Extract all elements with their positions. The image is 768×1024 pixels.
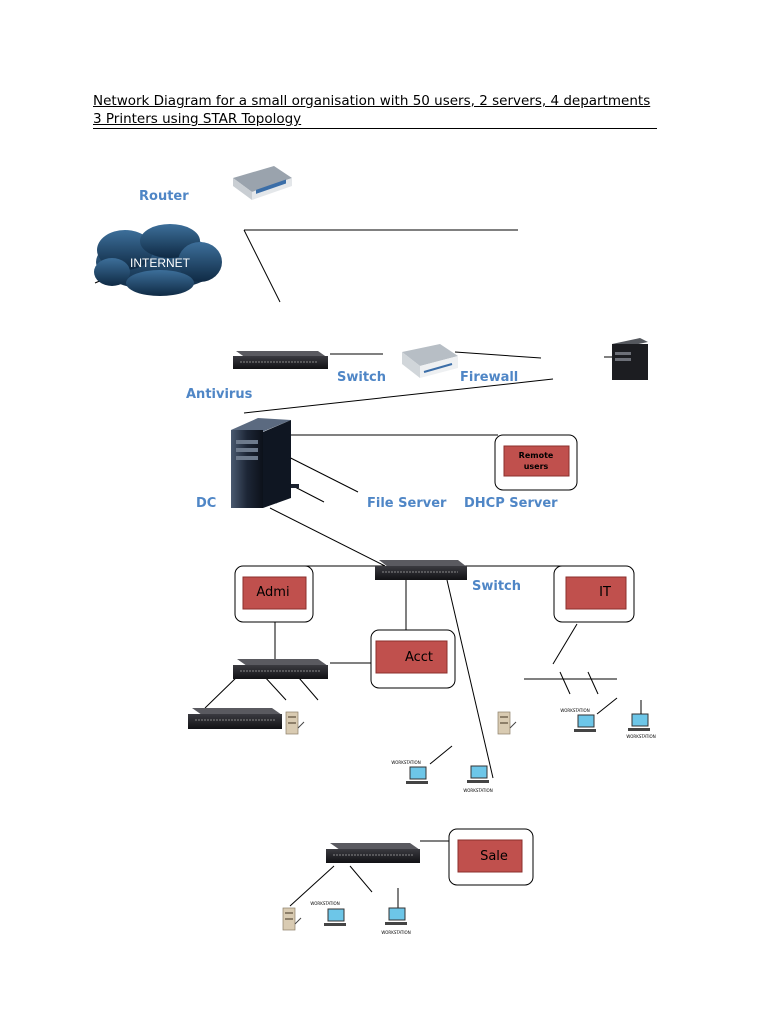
printer-admin	[285, 711, 305, 735]
workstation-label: WORKSTATION	[560, 708, 589, 713]
admin-switch-upper	[233, 659, 328, 679]
workstation-acct-1: WORKSTATION	[391, 760, 428, 784]
dept-sale: Sale	[448, 828, 534, 886]
workstation-label: WORKSTATION	[463, 788, 492, 793]
dept-remote-users: Remote users	[494, 434, 578, 491]
sale-switch	[326, 843, 420, 863]
router-device	[233, 166, 292, 200]
workstation-it-2: WORKSTATION	[626, 700, 656, 739]
workstation-label: WORKSTATION	[626, 734, 655, 739]
switch-main-label: Switch	[472, 579, 522, 594]
dept-it: IT	[553, 565, 635, 623]
dept-acct-label: Acct	[405, 650, 433, 665]
dc-label: DC	[196, 496, 217, 511]
printer-sale	[282, 907, 302, 931]
dept-admin-label: Admi	[256, 585, 289, 600]
antivirus-switch	[233, 351, 328, 369]
printer-acct	[497, 711, 517, 735]
dept-acct: Acct	[370, 629, 456, 689]
server-small	[604, 338, 648, 380]
firewall-device	[402, 344, 458, 378]
page-title: Network Diagram for a small organisation…	[93, 92, 657, 129]
workstation-sale-1: WORKSTATION	[310, 901, 346, 926]
workstation-it-1: WORKSTATION	[560, 708, 596, 732]
workstation-sale-2: WORKSTATION	[381, 907, 411, 935]
workstation-label: WORKSTATION	[381, 930, 410, 935]
dhcp-server-label: DHCP Server	[464, 496, 558, 511]
file-server-label: File Server	[367, 496, 447, 511]
workstation-label: WORKSTATION	[310, 901, 339, 906]
svg-text:Remote: Remote	[519, 451, 554, 460]
dept-it-label: IT	[599, 585, 611, 600]
admin-switch-lower	[188, 708, 282, 729]
dept-sale-label: Sale	[480, 849, 508, 864]
workstation-acct-2: WORKSTATION	[463, 765, 493, 793]
router-label: Router	[139, 189, 189, 204]
internet-label: INTERNET	[130, 256, 191, 270]
switch-top-label: Switch	[337, 370, 387, 385]
internet-cloud: INTERNET	[94, 224, 222, 296]
workstation-label: WORKSTATION	[391, 760, 420, 765]
connection-lines	[94, 229, 618, 908]
svg-text:users: users	[524, 462, 549, 471]
main-switch	[375, 560, 467, 580]
antivirus-label: Antivirus	[186, 387, 253, 402]
firewall-label: Firewall	[460, 370, 519, 385]
dc-tower	[231, 418, 299, 508]
dept-admin: Admi	[234, 565, 314, 623]
